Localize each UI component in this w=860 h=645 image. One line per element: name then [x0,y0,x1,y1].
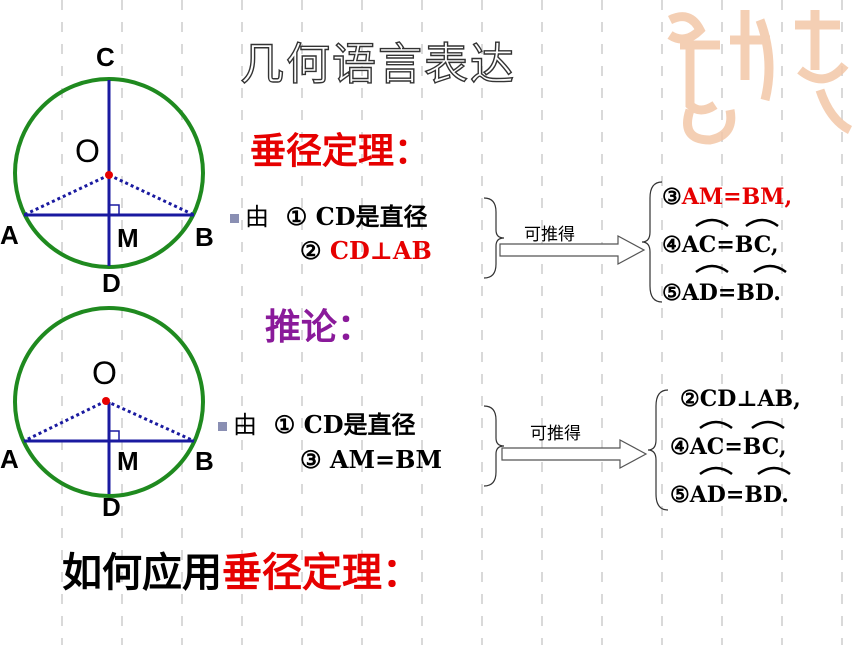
theorem-result-5: ⑤AD=BD. [662,280,781,306]
label-o-1: O [75,133,100,169]
label-c-1: C [96,42,115,72]
arc-bc-2 [751,420,785,430]
label-m-1: M [117,223,139,253]
radius-oa-1 [23,173,110,217]
brace-corollary-results [647,389,669,511]
theorem-given-1: 由 ① CD是直径 [230,197,428,232]
label-a-2: A [0,444,19,474]
brace-corollary [483,405,505,487]
right-angle-mark-1 [109,204,120,215]
arc-bd-2 [757,466,791,476]
radius-ob-1 [108,173,195,217]
arrow-corollary [501,438,648,470]
center-point-2 [102,397,110,405]
arc-ac-2 [699,420,733,430]
right-angle-mark-2 [109,430,120,441]
label-b-1: B [195,222,214,252]
bottom-question: 如何应用垂径定理： [62,550,422,596]
label-o-2: O [92,355,117,391]
corollary-given-2: ③ AM=BM [300,445,443,474]
theorem-result-4: ④AC=BC, [662,232,779,258]
center-point-1 [105,171,113,179]
bullet-icon [218,422,227,431]
corollary-result-4: ④AC=BC, [670,434,787,460]
label-d-1: D [102,268,121,298]
radius-ob-2 [105,399,195,443]
corollary-heading: 推论： [265,307,374,348]
corollary-result-2: ②CD⊥AB, [680,386,801,412]
corollary-given-1: 由 ① CD是直径 [218,405,416,440]
theorem-heading: 垂径定理： [250,131,431,172]
arc-bd-1 [753,264,787,274]
label-b-2: B [195,446,214,476]
theorem-given-2: ② CD⊥AB [300,236,432,265]
decorative-seal [667,10,853,145]
arrow-theorem [499,234,646,266]
arc-ac-1 [695,218,729,228]
circle-1 [13,77,205,269]
infer-label-corollary: 可推得 [530,424,581,444]
arc-bc-1 [745,218,779,228]
bullet-icon [230,214,239,223]
brace-theorem-results [641,181,663,303]
theorem-result-3: ③AM=BM, [662,184,793,210]
infer-label-theorem: 可推得 [524,225,575,245]
circle-2 [13,306,205,498]
label-a-1: A [0,220,19,250]
arc-ad-1 [695,264,729,274]
brace-theorem [483,197,505,279]
arc-ad-2 [699,466,733,476]
corollary-result-5: ⑤AD=BD. [670,482,789,508]
label-m-2: M [117,446,139,476]
circle-figure-1: C O A B M D [0,42,214,298]
page-title: 几何语言表达 [239,38,516,90]
circle-figure-2: O A B M D [0,306,214,522]
label-d-2: D [102,492,121,522]
